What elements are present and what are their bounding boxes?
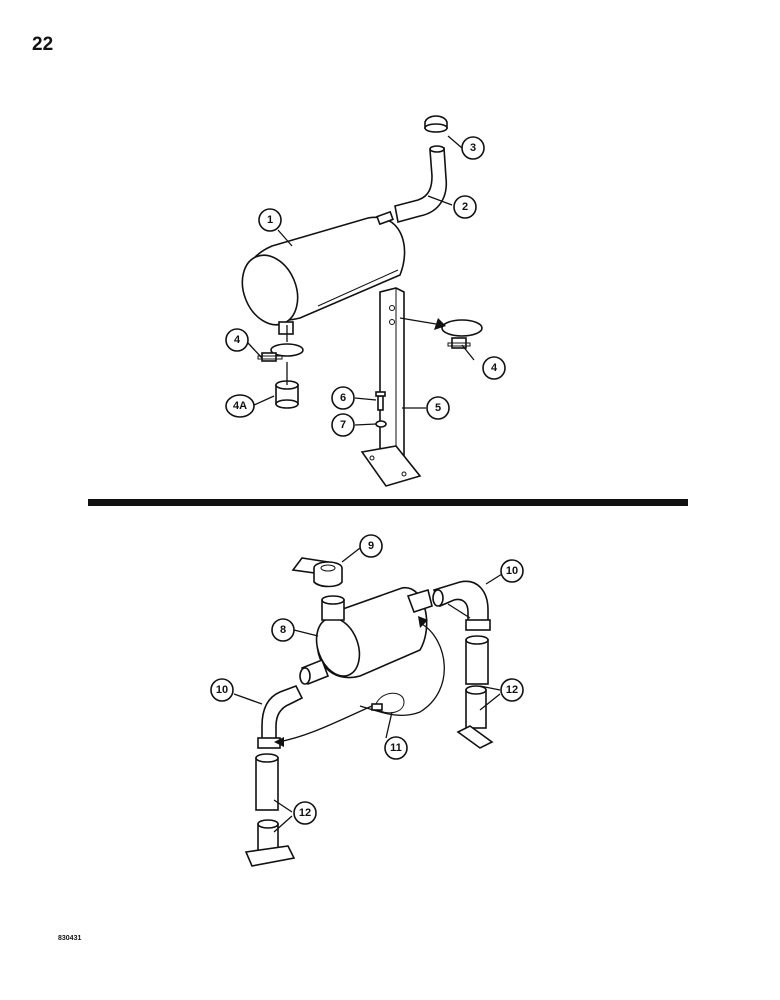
svg-text:7: 7 — [340, 419, 346, 431]
callout-10-left: 10 — [210, 678, 234, 702]
support-bracket-part — [360, 287, 422, 487]
bottom-leader-lines — [233, 547, 503, 833]
page-number: 22 — [32, 34, 54, 55]
pipe-right-part — [456, 635, 494, 749]
callout-4a: 4A — [225, 394, 255, 418]
callout-10-right: 10 — [500, 559, 524, 583]
exhaust-pipe-part — [394, 147, 448, 224]
svg-text:10: 10 — [506, 565, 518, 577]
callout-4-right: 4 — [482, 356, 506, 380]
callout-2: 2 — [453, 195, 477, 219]
svg-text:4: 4 — [491, 362, 498, 374]
svg-text:10: 10 — [216, 684, 228, 696]
callout-9: 9 — [359, 534, 383, 558]
muffler-bottom-part — [299, 587, 433, 686]
flapper-cap-part — [291, 557, 343, 588]
svg-text:12: 12 — [506, 684, 518, 696]
rain-cap-part — [424, 115, 448, 133]
svg-text:6: 6 — [340, 392, 346, 404]
svg-text:5: 5 — [435, 402, 441, 414]
callout-6: 6 — [331, 386, 355, 410]
bolt-part — [375, 391, 386, 411]
elbow-pipe-left-part — [257, 684, 304, 749]
reference-code: 830431 — [58, 935, 82, 942]
svg-text:12: 12 — [299, 807, 311, 819]
clamp-right-part — [441, 319, 483, 349]
svg-text:4: 4 — [234, 334, 241, 346]
svg-text:8: 8 — [280, 624, 286, 636]
section-divider — [88, 499, 688, 506]
callout-11: 11 — [384, 736, 408, 760]
clamp-bottom-part — [371, 692, 405, 714]
bottom-assembly: 8 9 10 10 11 12 12 — [210, 534, 524, 867]
callout-7: 7 — [331, 413, 355, 437]
svg-text:3: 3 — [470, 142, 476, 154]
top-assembly: 1 2 3 4 4 4A 5 6 7 — [225, 115, 506, 487]
callout-12-left: 12 — [293, 801, 317, 825]
top-leader-lines — [247, 135, 475, 426]
elbow-pipe-right-part — [432, 580, 491, 631]
callout-5: 5 — [426, 396, 450, 420]
muffler-part — [241, 210, 406, 335]
svg-text:11: 11 — [390, 742, 402, 754]
pipe-left-part — [244, 753, 296, 867]
callout-4-left: 4 — [225, 328, 249, 352]
svg-text:9: 9 — [368, 540, 374, 552]
adapter-part — [275, 380, 299, 409]
washer-part — [375, 420, 387, 428]
clamp-left-part — [257, 343, 304, 362]
callout-1: 1 — [258, 208, 282, 232]
callout-8: 8 — [271, 618, 295, 642]
svg-text:1: 1 — [267, 214, 273, 226]
callout-12-right: 12 — [500, 678, 524, 702]
svg-text:4A: 4A — [233, 400, 247, 412]
svg-text:2: 2 — [462, 201, 468, 213]
callout-3: 3 — [461, 136, 485, 160]
